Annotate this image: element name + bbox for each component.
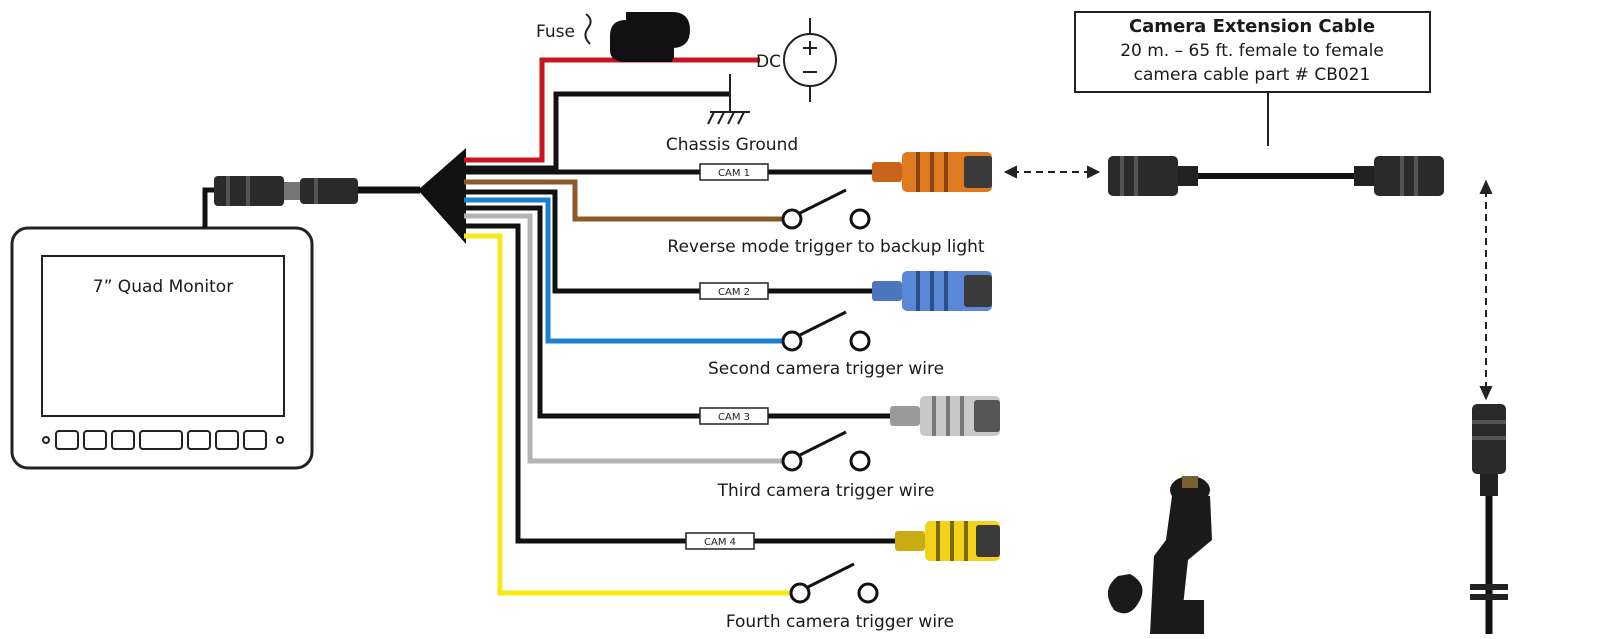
trigger-wire-3	[464, 213, 782, 464]
camera-connector-2	[872, 271, 992, 311]
fuse-icon	[584, 13, 592, 45]
camera-lead	[1470, 404, 1508, 634]
trigger-wire-1	[464, 179, 782, 222]
switch-icon-2	[781, 310, 871, 352]
svg-text:CAM 4: CAM 4	[704, 537, 736, 548]
extension-cable-line2: camera cable part # CB021	[1134, 65, 1371, 85]
trigger-label-1: Reverse mode trigger to backup light	[667, 237, 984, 257]
power-wiring: Fuse DC Chassis Ground	[464, 12, 837, 171]
ground-wire	[464, 91, 730, 171]
camera-connector-1	[872, 152, 992, 192]
svg-text:CAM 2: CAM 2	[718, 287, 750, 298]
fuse-label: Fuse	[536, 22, 575, 42]
extension-cable-title: Camera Extension Cable	[1129, 16, 1375, 37]
svg-text:CAM 1: CAM 1	[718, 168, 750, 179]
camera-connector-3	[890, 396, 1000, 436]
svg-text:CAM 3: CAM 3	[718, 412, 750, 423]
cam-tag-4: CAM 4	[685, 532, 755, 550]
trigger-switches	[781, 188, 879, 604]
mounting-bracket	[1107, 476, 1212, 634]
switch-icon-1	[781, 188, 871, 230]
chassis-ground-icon	[707, 74, 750, 125]
trigger-wire-4	[464, 233, 790, 596]
cam-tag-2: CAM 2	[699, 282, 769, 300]
extension-cable-callout: Camera Extension Cable 20 m. – 65 ft. fe…	[1074, 11, 1431, 146]
cable-hub	[418, 148, 466, 244]
camera-connector-4	[895, 521, 1000, 561]
switch-icon-3	[781, 430, 871, 472]
extension-cable-line1: 20 m. – 65 ft. female to female	[1120, 41, 1384, 61]
dc-source-icon	[783, 18, 837, 102]
cam-tags: CAM 1 CAM 2 CAM 3 CAM 4	[685, 163, 769, 550]
dc-label: DC	[756, 52, 781, 72]
trigger-wire-2	[464, 197, 782, 344]
quad-monitor: 7” Quad Monitor	[10, 226, 314, 470]
trigger-label-2: Second camera trigger wire	[708, 359, 944, 379]
monitor-label: 7” Quad Monitor	[93, 277, 233, 297]
trigger-label-3: Third camera trigger wire	[717, 481, 935, 501]
trigger-wires	[464, 179, 790, 596]
extension-cable	[1108, 156, 1444, 196]
monitor-cable	[202, 176, 420, 228]
vertical-connection-arrow	[1479, 179, 1493, 401]
monitor-buttons	[42, 430, 284, 450]
fuse-holder	[610, 12, 690, 62]
cam-tag-3: CAM 3	[699, 407, 769, 425]
connection-arrow	[1003, 165, 1101, 179]
ground-label: Chassis Ground	[666, 135, 798, 155]
cam-tag-1: CAM 1	[699, 163, 769, 181]
trigger-label-4: Fourth camera trigger wire	[726, 612, 954, 632]
switch-icon-4	[789, 562, 879, 604]
